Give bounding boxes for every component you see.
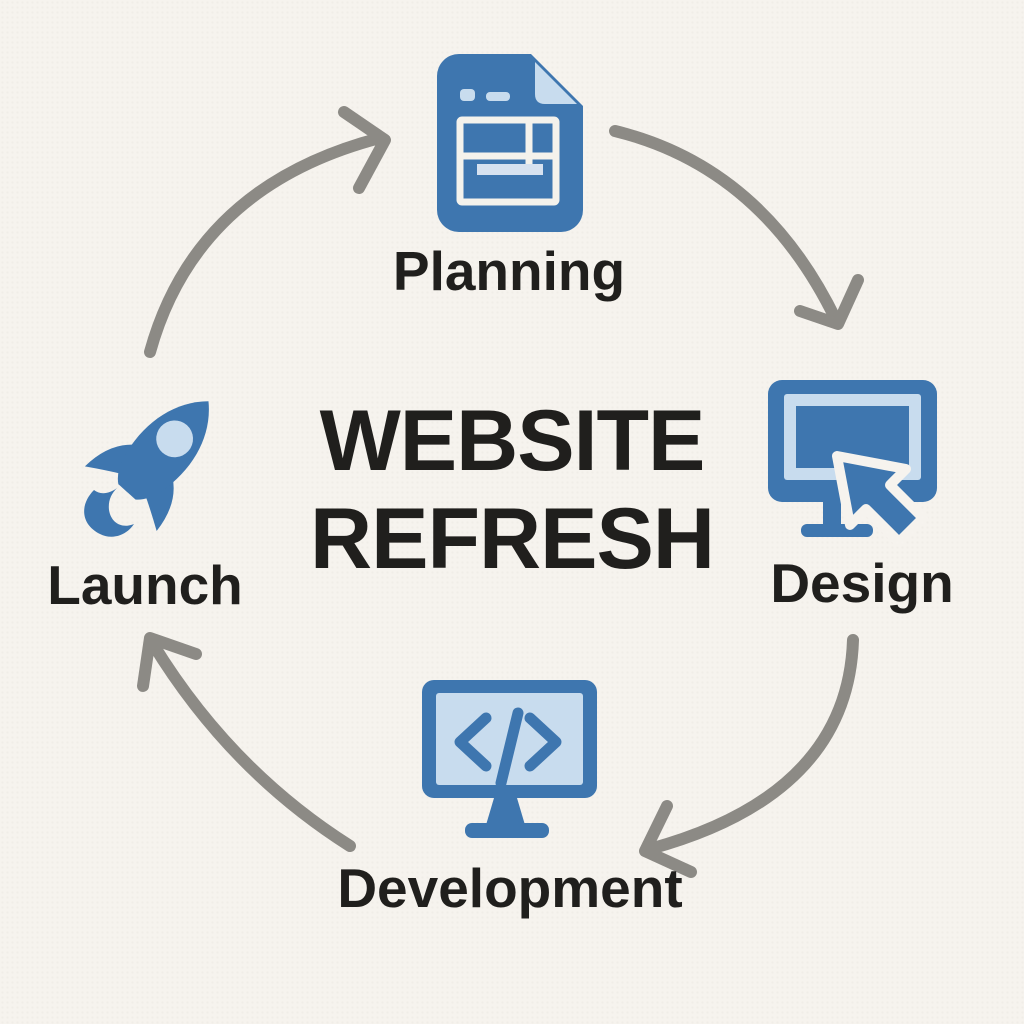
- arrowhead-icon: [338, 106, 391, 194]
- rocket-icon: [84, 401, 209, 537]
- title-line-2: REFRESH: [310, 491, 715, 587]
- arrow-launch-to-planning: [144, 106, 391, 358]
- title-line-1: WEBSITE: [319, 393, 706, 489]
- rocket-flame-icon: [84, 488, 134, 537]
- cursor-arrow-icon: [832, 451, 928, 547]
- stage-label-launch: Launch: [47, 554, 243, 616]
- arrow-design-to-development: [639, 634, 859, 878]
- stage-label-planning: Planning: [392, 240, 626, 302]
- arrow-planning-to-design: [609, 125, 864, 330]
- stage-label-development: Development: [337, 857, 683, 919]
- arrowhead-icon: [137, 632, 202, 692]
- monitor-cursor-icon: [768, 380, 937, 547]
- arrowhead-icon: [794, 274, 864, 330]
- document-wireframe-icon: [437, 54, 583, 232]
- arrow-development-to-launch: [137, 632, 356, 852]
- stage-label-design: Design: [770, 552, 954, 614]
- arrowhead-icon: [639, 800, 697, 878]
- diagram-title: WEBSITE REFRESH: [0, 392, 1024, 588]
- code-brackets-icon: [454, 707, 562, 789]
- monitor-code-icon: [422, 680, 597, 838]
- rocket-window: [156, 420, 194, 458]
